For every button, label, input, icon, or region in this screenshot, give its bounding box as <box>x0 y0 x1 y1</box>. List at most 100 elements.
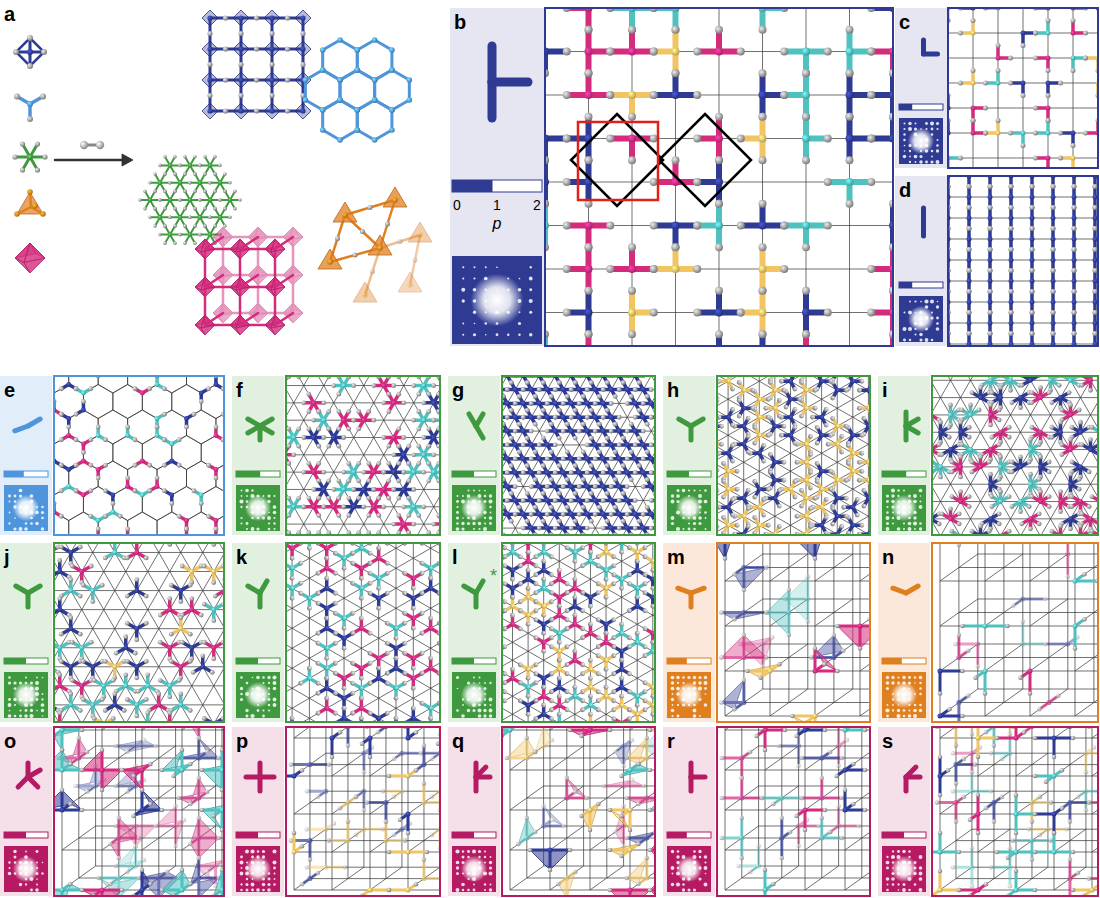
grid-line <box>231 359 246 368</box>
lattice-ball <box>1093 226 1098 231</box>
lattice-ball <box>207 77 212 82</box>
lattice-ball <box>223 190 227 194</box>
lattice-rod <box>357 100 374 110</box>
lattice-ball <box>846 113 854 121</box>
lattice-ball <box>1008 56 1013 61</box>
lattice-ball <box>320 127 326 133</box>
lattice-ball <box>337 77 343 83</box>
lattice-ball <box>672 48 680 56</box>
lattice-ball <box>66 484 71 489</box>
diffraction-spot <box>496 266 498 268</box>
lattice-ball <box>153 172 157 176</box>
diffraction-spot <box>936 122 939 125</box>
lattice-ball <box>1072 352 1077 357</box>
diffraction-spot <box>936 327 940 331</box>
lattice-ball <box>103 463 108 468</box>
lattice-ball <box>1071 143 1076 148</box>
lattice-ball <box>585 222 593 230</box>
lattice-ball <box>254 108 259 113</box>
lattice-ball <box>1030 205 1035 210</box>
lattice-ball <box>254 15 259 20</box>
grid-line <box>172 359 187 368</box>
lattice-ball <box>300 62 305 67</box>
lattice-ball <box>52 348 57 353</box>
lattice-ball <box>372 137 378 143</box>
lattice-ball <box>81 391 86 396</box>
lattice-ball <box>238 62 243 67</box>
lattice-ball <box>207 93 212 98</box>
lattice-ball <box>169 442 174 447</box>
lattice-ball <box>27 154 32 159</box>
lattice-ball <box>802 330 810 338</box>
lattice-ball <box>140 357 145 362</box>
lattice-ball <box>715 309 723 317</box>
lattice-ball <box>272 365 277 370</box>
lattice-ball <box>628 91 636 99</box>
diffraction-pattern <box>899 118 943 164</box>
lattice-ball <box>1093 258 1098 263</box>
lattice-ball <box>672 91 680 99</box>
lattice-ball <box>996 43 1001 48</box>
lattice-ball <box>759 222 767 230</box>
lattice-ball <box>81 459 86 464</box>
lattice-ball <box>198 164 202 168</box>
lattice-ball <box>27 189 33 195</box>
lattice-ball <box>80 141 88 149</box>
diffraction-spot <box>931 150 934 153</box>
lattice-ball <box>1046 68 1051 73</box>
lattice-ball <box>715 178 723 186</box>
grid-line <box>69 334 84 343</box>
lattice-ball <box>188 233 192 237</box>
lattice-ball <box>628 26 636 34</box>
diffraction-spot <box>461 288 465 292</box>
lattice-ball <box>1093 352 1098 357</box>
lattice-ball <box>1021 143 1026 148</box>
lattice-ball <box>1009 310 1014 315</box>
lattice-ball <box>125 484 130 489</box>
diffraction-spot <box>936 144 939 147</box>
grid-line <box>69 359 84 368</box>
lattice-ball <box>1030 321 1035 326</box>
diffraction-spot <box>903 155 907 159</box>
grid-line <box>187 359 202 368</box>
lattice-ball <box>867 309 875 317</box>
lattice-ball <box>88 488 93 493</box>
lattice-ball <box>1093 268 1098 273</box>
lattice-ball <box>407 282 413 288</box>
lattice-ball <box>168 164 172 168</box>
lattice-ball <box>585 243 593 251</box>
lattice-ball <box>715 26 723 34</box>
grid-line <box>172 359 187 368</box>
lattice-ball <box>802 69 810 77</box>
diffraction-spot <box>41 517 44 520</box>
diffraction-spot <box>936 160 940 164</box>
lattice-ball <box>628 156 636 164</box>
lattice-ball <box>88 386 93 391</box>
diffraction-spot <box>518 333 521 336</box>
lattice-ball <box>988 247 993 252</box>
lattice-ball <box>967 331 972 336</box>
lattice-ball <box>759 287 767 295</box>
lattice-ball <box>74 463 79 468</box>
diffraction-spot <box>530 266 532 268</box>
lattice-rod <box>135 359 142 363</box>
lattice-ball <box>759 243 767 251</box>
grid-line <box>187 359 202 368</box>
lattice-ball <box>74 488 79 493</box>
lattice-ball <box>1009 216 1014 221</box>
lattice-ball <box>173 155 177 159</box>
lattice-ball <box>143 207 147 211</box>
lattice-ball <box>541 352 549 360</box>
lattice-ball <box>173 172 177 176</box>
grid-line <box>25 359 40 368</box>
diffraction-spot <box>925 122 928 125</box>
lattice-ball <box>996 68 1001 73</box>
grid-line <box>39 359 54 368</box>
lattice-ball <box>1030 289 1035 294</box>
lattice-ball <box>585 330 593 338</box>
lattice-ball <box>88 335 93 340</box>
lattice-ball <box>193 155 197 159</box>
lattice-ball <box>1072 300 1077 305</box>
lattice-ball <box>1051 258 1056 263</box>
lattice-ball <box>199 391 204 396</box>
